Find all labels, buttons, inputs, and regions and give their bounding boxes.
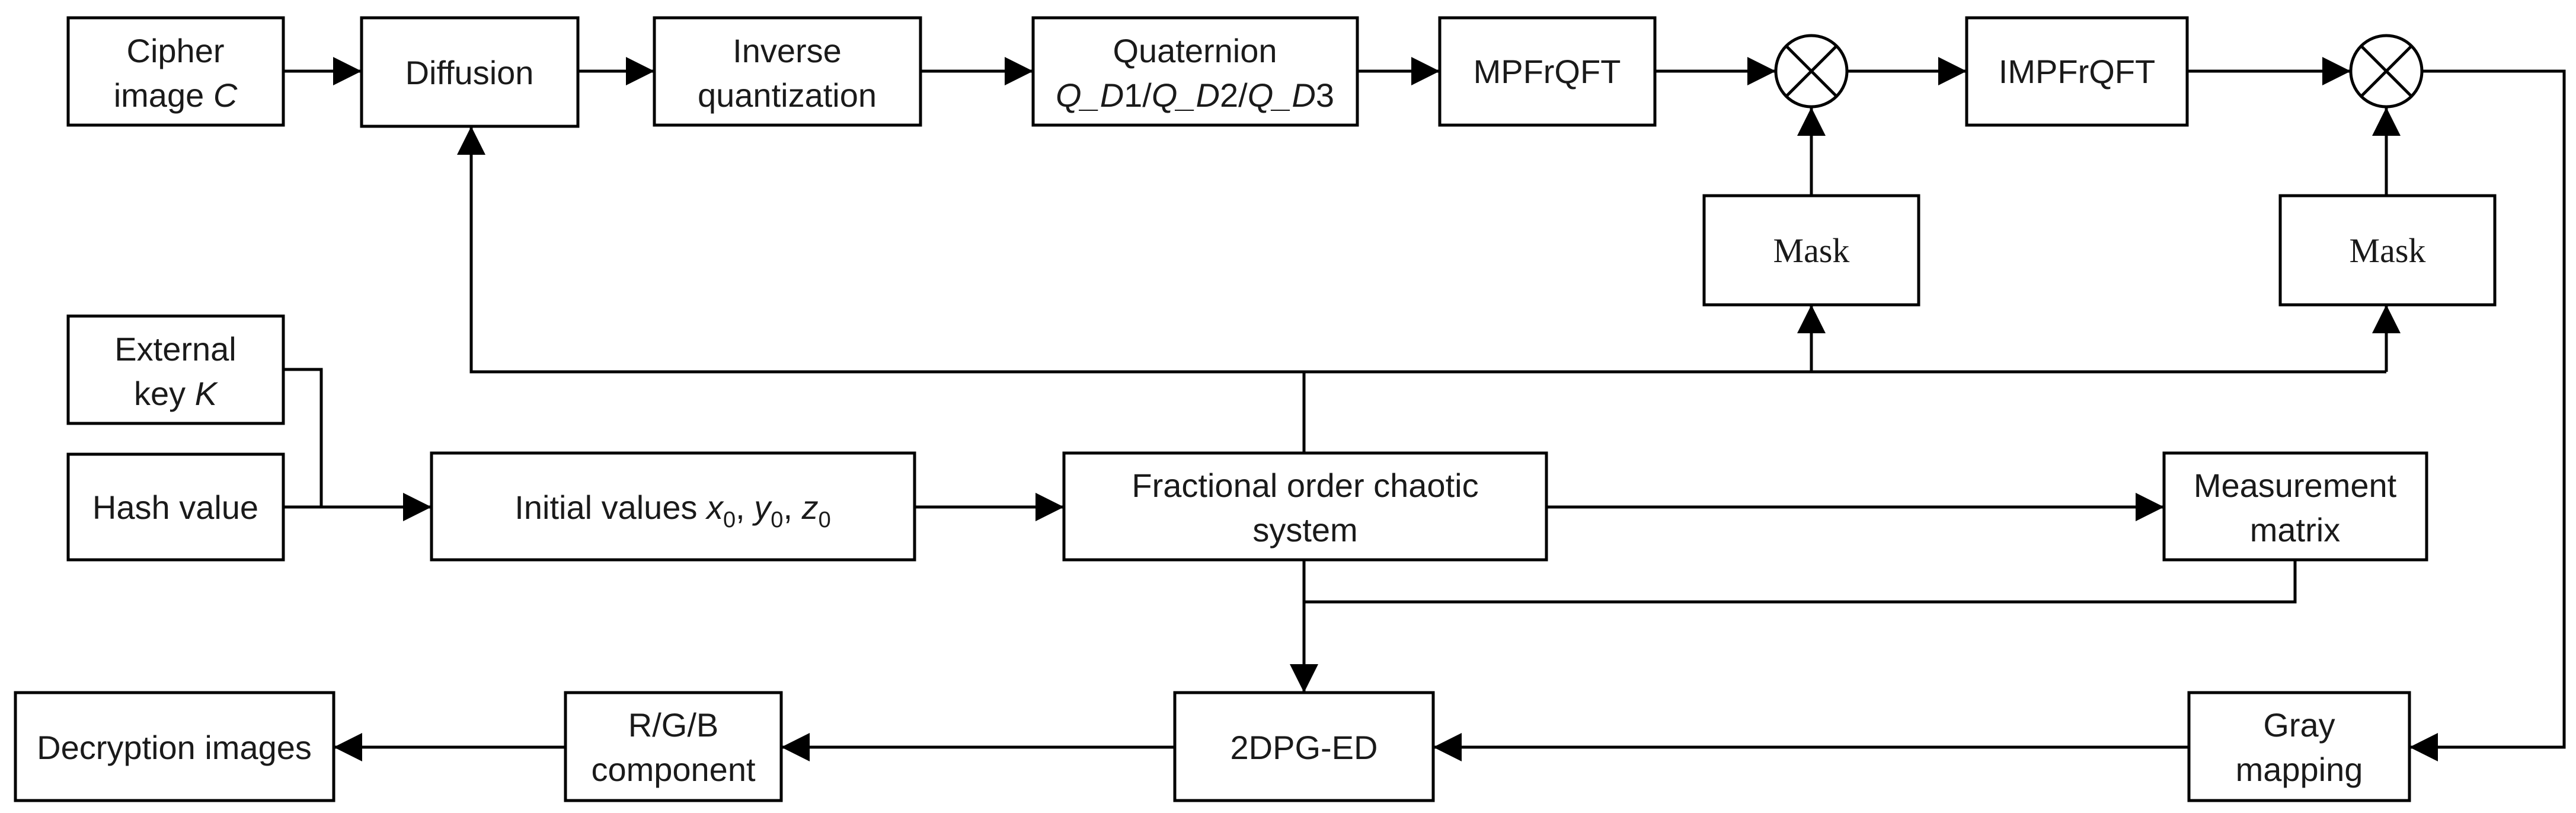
node-quaternion-line1: Quaternion [1113,32,1277,69]
node-hash-value: Hash value [66,452,285,562]
node-decryption-images-box [14,691,335,802]
node-measurement-matrix-line2: matrix [2250,511,2340,549]
node-chaotic-system-line1: Fractional order chaotic [1132,467,1478,504]
node-mask-right-label: Mask [2350,231,2426,270]
node-diffusion: Diffusion [360,16,580,128]
node-cipher-image: Cipher image C [66,16,285,127]
node-initial-values-box [430,451,916,562]
node-mask-left-label: Mask [1773,231,1850,270]
node-quaternion-line2: Q_D1/Q_D2/Q_D3 [1056,76,1334,114]
node-rgb-component: R/G/B component [564,691,783,802]
node-inverse-quantization-line1: Inverse [733,32,842,69]
node-2dpg-ed-label: 2DPG-ED [1231,729,1378,766]
node-chaotic-system-box [1062,451,1548,562]
edge-external-key-join [283,368,323,507]
node-mpfrqft: MPFrQFT [1438,16,1657,127]
node-initial-values-label: Initial values x0, y0, z0 [514,489,830,533]
node-decryption-images-label: Decryption images [37,729,312,766]
node-external-key: External key K [66,314,285,425]
node-measurement-matrix-box [2162,451,2428,562]
edge-mult2-to-gray-mapping [2409,69,2566,761]
node-gray-mapping-line1: Gray [2263,706,2335,744]
node-mask-right-box [2278,194,2497,307]
node-initial-values: Initial values x0, y0, z0 [430,451,916,562]
node-cipher-image-box [66,16,285,127]
node-rgb-component-line2: component [591,751,756,788]
node-inverse-quantization: Inverse quantization [653,16,922,127]
node-2dpg-ed: 2DPG-ED [1173,691,1435,802]
node-rgb-component-line1: R/G/B [628,706,718,744]
node-2dpg-ed-box [1173,691,1435,802]
node-mask-left: Mask [1702,194,1920,307]
node-inverse-quantization-box [653,16,922,127]
node-cipher-image-line1: Cipher [127,32,225,69]
multiplier-1-cross-b [1785,44,1838,98]
node-gray-mapping-line2: mapping [2236,751,2363,788]
node-quaternion-box [1031,16,1359,127]
node-external-key-box [66,314,285,425]
node-mask-right: Mask [2278,194,2497,307]
node-external-key-line1: External [114,330,236,368]
node-chaotic-system-line2: system [1252,511,1357,549]
node-chaotic-system: Fractional order chaotic system [1062,451,1548,562]
node-hash-value-box [66,452,285,562]
node-impfrqft: IMPFrQFT [1965,16,2189,127]
node-diffusion-label: Diffusion [405,54,534,91]
node-gray-mapping: Gray mapping [2187,691,2411,802]
multiplier-2 [2349,34,2424,109]
node-decryption-images: Decryption images [14,691,335,802]
edge-measurement-to-2dpg [1304,560,2297,604]
node-impfrqft-box [1965,16,2189,127]
node-mpfrqft-box [1438,16,1657,127]
node-impfrqft-label: IMPFrQFT [1999,53,2155,90]
node-diffusion-box [360,16,580,128]
node-measurement-matrix: Measurement matrix [2162,451,2428,562]
node-cipher-image-line2: image C [114,76,238,114]
node-quaternion: Quaternion Q_D1/Q_D2/Q_D3 [1031,16,1359,127]
multiplier-2-cross-b [2360,44,2413,98]
node-rgb-component-box [564,691,783,802]
multiplier-1 [1774,34,1849,109]
node-mpfrqft-label: MPFrQFT [1474,53,1621,90]
node-hash-value-label: Hash value [92,489,258,526]
edge-bus-to-diffusion [457,126,1304,374]
node-external-key-line2: key K [134,375,219,412]
node-inverse-quantization-line2: quantization [698,76,877,114]
node-gray-mapping-box [2187,691,2411,802]
node-mask-left-box [1702,194,1920,307]
node-measurement-matrix-line1: Measurement [2194,467,2397,504]
connections [283,57,2566,761]
